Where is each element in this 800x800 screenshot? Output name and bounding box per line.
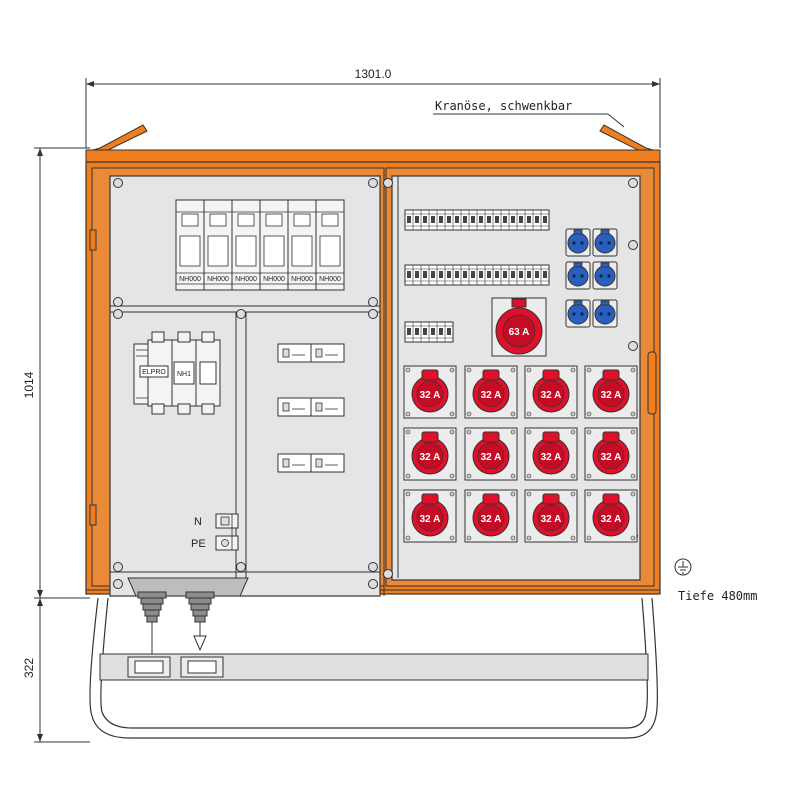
door-hinge [89, 504, 97, 526]
socket-32a-label: 32 A [420, 452, 441, 463]
cee-socket-32a[interactable]: 32 A [403, 365, 457, 419]
socket-32a-label: 32 A [601, 390, 622, 401]
cable-glands [127, 577, 249, 654]
socket-32a-label: 32 A [541, 452, 562, 463]
cee-socket-32a[interactable]: 32 A [524, 427, 578, 481]
right-panel-screws [383, 178, 638, 579]
cee-socket-32a[interactable]: 32 A [584, 365, 638, 419]
schuko-socket[interactable] [565, 261, 591, 290]
door-handle[interactable] [647, 351, 657, 415]
cee-socket-32a[interactable]: 32 A [464, 489, 518, 543]
switch-nh-label: NH1 [177, 371, 191, 378]
socket-32a-label: 32 A [601, 452, 622, 463]
circuit-breaker-pair[interactable] [277, 397, 345, 417]
fuse-label: NH000 [235, 276, 257, 283]
mcb-row-2[interactable] [404, 264, 550, 286]
schuko-socket[interactable] [592, 299, 618, 328]
width-label: 1301.0 [355, 67, 392, 81]
stand [89, 597, 658, 739]
fuse-label: NH000 [179, 276, 201, 283]
socket-32a-label: 32 A [541, 514, 562, 525]
schuko-socket[interactable] [592, 261, 618, 290]
cee-socket-32a[interactable]: 32 A [464, 427, 518, 481]
height-box-label: 1014 [22, 371, 36, 398]
fuse-label: NH000 [291, 276, 313, 283]
height-stand-label: 322 [22, 658, 36, 678]
fuse-label: NH000 [263, 276, 285, 283]
socket-32a-label: 32 A [420, 514, 441, 525]
fuse-label: NH000 [207, 276, 229, 283]
panel-screws [113, 178, 378, 589]
schuko-socket[interactable] [565, 228, 591, 257]
earth-symbol [674, 558, 692, 576]
circuit-breaker-pair[interactable] [277, 343, 345, 363]
fuse-label: NH000 [319, 276, 341, 283]
width-dimension: 1301.0 [85, 67, 661, 148]
terminal-n-label: N [194, 516, 202, 528]
switch-brand-label: ELPRO [142, 369, 166, 376]
cee-socket-32a[interactable]: 32 A [584, 489, 638, 543]
nh000-fuse[interactable]: NH000 [203, 199, 233, 291]
nh000-fuse[interactable]: NH000 [287, 199, 317, 291]
cee-socket-32a[interactable]: 32 A [403, 427, 457, 481]
roof [85, 149, 661, 164]
crane-eye-left [92, 124, 148, 153]
crane-eye-label: Kranöse, schwenkbar [435, 99, 572, 113]
height-dimension: 1014 322 [22, 147, 90, 743]
crane-eye-right [599, 124, 654, 153]
socket-32a-label: 32 A [601, 514, 622, 525]
mcb-row-1[interactable] [404, 209, 550, 231]
mcb-row-3[interactable] [404, 321, 454, 343]
schuko-socket[interactable] [565, 299, 591, 328]
nh000-fuse[interactable]: NH000 [175, 199, 205, 291]
socket-32a-label: 32 A [481, 514, 502, 525]
main-switch-nh1[interactable]: ELPRO NH1 [133, 331, 221, 415]
cee-socket-32a[interactable]: 32 A [524, 489, 578, 543]
door-hinge [89, 229, 97, 251]
cee-socket-32a[interactable]: 32 A [584, 427, 638, 481]
terminal-block: N PE [191, 513, 239, 551]
depth-label: Tiefe 480mm [678, 589, 757, 603]
socket-32a-label: 32 A [481, 452, 502, 463]
schuko-socket[interactable] [592, 228, 618, 257]
socket-32a-label: 32 A [420, 390, 441, 401]
cee-socket-32a[interactable]: 32 A [403, 489, 457, 543]
cee-socket-32a[interactable]: 32 A [464, 365, 518, 419]
nh000-fuse[interactable]: NH000 [315, 199, 345, 291]
crane-eye-annotation: Kranöse, schwenkbar [433, 99, 625, 128]
cee-socket-63a[interactable]: 63 A [491, 297, 547, 357]
terminal-pe-label: PE [191, 538, 206, 550]
socket-32a-label: 32 A [541, 390, 562, 401]
circuit-breaker-pair[interactable] [277, 453, 345, 473]
cee-socket-32a[interactable]: 32 A [524, 365, 578, 419]
socket-32a-label: 32 A [481, 390, 502, 401]
nh000-fuse[interactable]: NH000 [231, 199, 261, 291]
socket-63a-label: 63 A [509, 327, 530, 338]
